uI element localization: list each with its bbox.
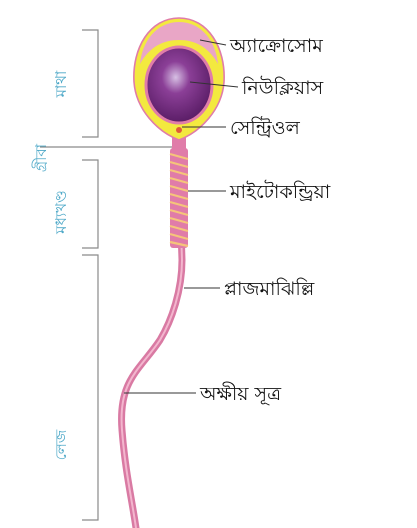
axial-filament xyxy=(120,199,184,528)
mitochondria-spiral xyxy=(169,152,189,248)
middle-piece-bracket xyxy=(82,159,99,249)
label-plasma-membrane: প্লাজমাঝিল্লি xyxy=(224,278,315,300)
region-middle-piece-label: মধ্যখণ্ড xyxy=(52,190,70,235)
tail-bracket xyxy=(82,254,99,521)
neck xyxy=(172,136,186,150)
label-nucleus: নিউক্লিয়াস xyxy=(241,76,324,99)
label-mitochondria: মাইটোকন্ড্রিয়া xyxy=(229,180,331,203)
tail xyxy=(118,196,186,528)
region-brackets xyxy=(40,29,176,521)
region-tail-label: লেজ xyxy=(52,429,70,460)
nucleus xyxy=(144,45,214,125)
label-acrosome: অ্যাক্রোসোম xyxy=(229,35,323,57)
label-centriole: সেন্ট্রিওল xyxy=(230,116,301,139)
centriole xyxy=(176,127,182,133)
acrosome xyxy=(140,22,218,64)
label-axial-filament: অক্ষীয় সূত্র xyxy=(199,382,282,405)
leader-lines xyxy=(124,39,239,394)
head-bracket xyxy=(82,29,99,138)
region-neck-label: গ্রীবা xyxy=(32,143,50,172)
region-head-label: মাথা xyxy=(52,70,70,98)
